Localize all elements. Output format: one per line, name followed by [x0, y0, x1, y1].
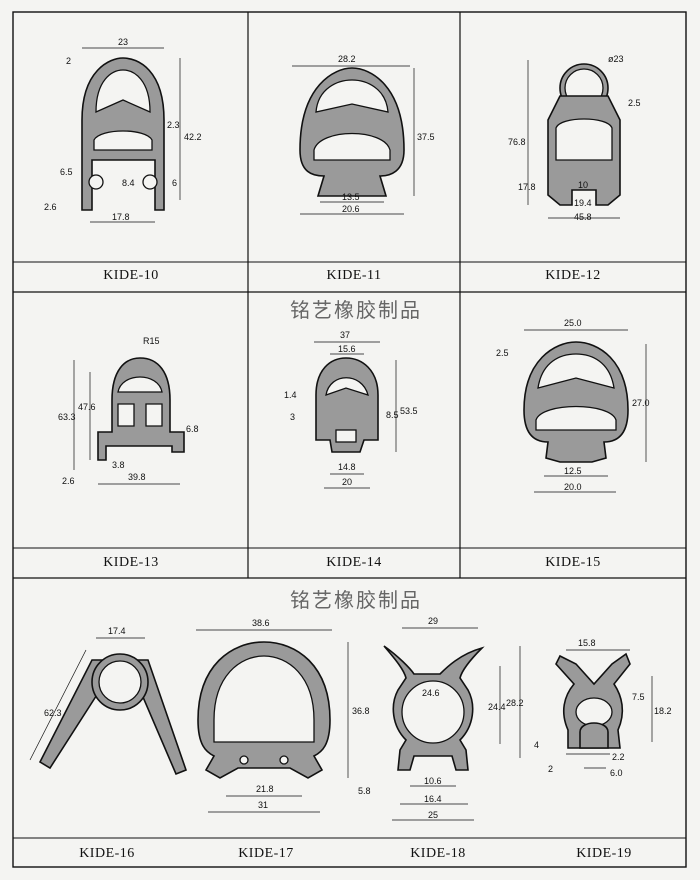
label-kide-13: KIDE-13 [103, 555, 159, 570]
dim-width: 15.8 [578, 638, 596, 648]
dim-base: 20.0 [564, 482, 582, 492]
dim-height: 76.8 [508, 137, 526, 147]
dim-radius: R15 [143, 336, 160, 346]
dim-foot: 6 [172, 178, 177, 188]
dim-height: 28.2 [506, 698, 524, 708]
dim-base: 45.8 [574, 212, 592, 222]
dim-base: 6.0 [610, 768, 623, 778]
label-kide-15: KIDE-15 [545, 555, 601, 570]
dim-bulb: 7.5 [632, 692, 645, 702]
profile-kide-10: 23 2 2.3 42.2 6.5 8.4 6 2.6 17.8 [44, 37, 202, 223]
label-kide-10: KIDE-10 [103, 268, 159, 283]
dim-top: 15.6 [338, 344, 356, 354]
dim-lip: 6.8 [186, 424, 199, 434]
label-kide-12: KIDE-12 [545, 268, 601, 283]
profile-kide-13: R15 63.3 47.6 6.8 3.8 2.6 39.8 [58, 336, 199, 486]
watermark-text: 铭艺橡胶制品 [290, 298, 422, 322]
dim-wall: 2.5 [496, 348, 509, 358]
label-kide-19: KIDE-19 [576, 846, 632, 861]
dim-inner-height: 24.4 [488, 702, 506, 712]
dim-height: 63.3 [58, 412, 76, 422]
dim-leg: 62.3 [44, 708, 62, 718]
dim-height: 37.5 [417, 132, 435, 142]
dim-width: 23 [118, 37, 128, 47]
dim-height: 18.2 [654, 706, 672, 716]
dim-lip: 2 [66, 56, 71, 66]
dim-slot: 6.5 [60, 167, 73, 177]
dim-gap: 8.4 [122, 178, 135, 188]
dim-slot: 2.2 [612, 752, 625, 762]
dim-wall: 2.3 [167, 120, 180, 130]
dim-lip: 4 [534, 740, 539, 750]
dim-mid: 19.4 [574, 198, 592, 208]
dim-lip: 3 [290, 412, 295, 422]
dim-diameter: ø23 [608, 54, 624, 64]
profile-kide-15: 25.0 2.5 27.0 12.5 20.0 [496, 318, 650, 493]
profile-kide-14: 37 15.6 1.4 3 8.5 53.5 14.8 20 [284, 330, 418, 489]
dim-neck: 13.5 [342, 192, 360, 202]
dim-inner: 21.8 [256, 784, 274, 794]
dim-slot: 3.8 [112, 460, 125, 470]
dim-thickness: 2 [548, 764, 553, 774]
dim-wall: 1.4 [284, 390, 297, 400]
label-kide-18: KIDE-18 [410, 846, 466, 861]
profile-kide-11: 28.2 37.5 13.5 20.6 [292, 54, 435, 215]
dim-base: 20 [342, 477, 352, 487]
profile-kide-18: 29 24.6 24.4 28.2 5.8 10.6 16.4 25 [358, 616, 524, 821]
profile-kide-16: 17.4 62.3 [29, 626, 188, 776]
dim-lip: 5.8 [358, 786, 371, 796]
profile-kide-12: ø23 2.5 76.8 17.8 10 19.4 45.8 [508, 54, 641, 222]
label-kide-16: KIDE-16 [79, 846, 135, 861]
watermark-text: 铭艺橡胶制品 [290, 588, 422, 612]
dim-height: 36.8 [352, 706, 370, 716]
profile-kide-17: 38.6 36.8 21.8 31 [196, 618, 370, 813]
profile-kide-19: 15.8 7.5 18.2 4 2 2.2 6.0 [534, 638, 672, 778]
dim-width: 29 [428, 616, 438, 626]
dim-foot: 17.8 [518, 182, 536, 192]
dim-thickness: 2.6 [62, 476, 75, 486]
dim-top: 17.4 [108, 626, 126, 636]
dim-slot: 10 [578, 180, 588, 190]
label-kide-11: KIDE-11 [326, 268, 382, 283]
dim-mid: 16.4 [424, 794, 442, 804]
dim-inner: 47.6 [78, 402, 96, 412]
label-kide-14: KIDE-14 [326, 555, 382, 570]
dim-width: 28.2 [338, 54, 356, 64]
dim-base: 17.8 [112, 212, 130, 222]
dim-slot: 10.6 [424, 776, 442, 786]
dim-slot: 14.8 [338, 462, 356, 472]
dim-wall: 2.5 [628, 98, 641, 108]
dim-width: 38.6 [252, 618, 270, 628]
dim-base: 25 [428, 810, 438, 820]
dim-height: 27.0 [632, 398, 650, 408]
table-grid [12, 11, 687, 868]
dim-width: 37 [340, 330, 350, 340]
dim-width: 25.0 [564, 318, 582, 328]
label-kide-17: KIDE-17 [238, 846, 294, 861]
dim-base: 31 [258, 800, 268, 810]
dim-inner: 8.5 [386, 410, 399, 420]
dim-neck: 12.5 [564, 466, 582, 476]
dim-height: 53.5 [400, 406, 418, 416]
dim-base: 20.6 [342, 204, 360, 214]
dim-height: 42.2 [184, 132, 202, 142]
dim-thickness: 2.6 [44, 202, 57, 212]
dim-base: 39.8 [128, 472, 146, 482]
dim-bulb: 24.6 [422, 688, 440, 698]
